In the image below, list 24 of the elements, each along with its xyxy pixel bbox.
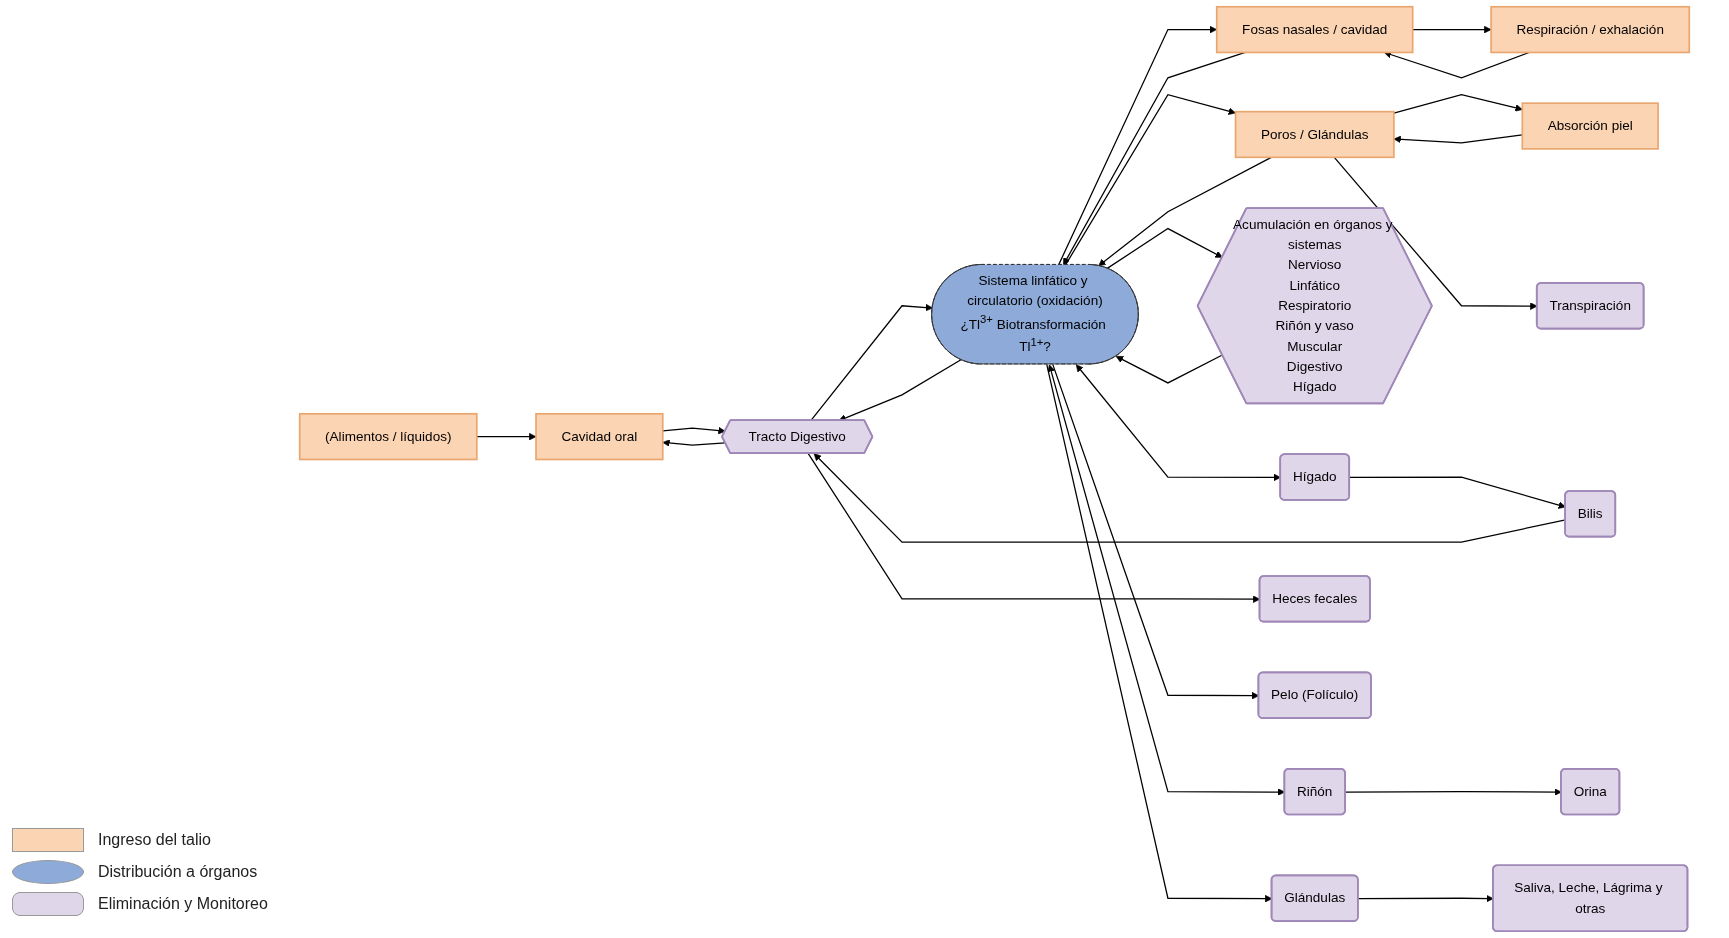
- legend-label: Ingreso del talio: [98, 831, 211, 849]
- arrow: [1098, 156, 1272, 267]
- arrow: [1349, 476, 1566, 509]
- node-box: (Alimentos / líquidos): [298, 412, 478, 461]
- arrow: [810, 303, 933, 422]
- arrow: [476, 432, 537, 441]
- arrow: [1412, 25, 1492, 34]
- arrow: [662, 426, 726, 435]
- arrow: [838, 359, 962, 422]
- arrow: [1075, 364, 1281, 482]
- arrow: [662, 439, 726, 447]
- legend-label: Distribución a órganos: [98, 863, 258, 881]
- arrow: [1106, 227, 1223, 269]
- node-box: Respiración / exhalación: [1490, 5, 1691, 54]
- arrow: [1393, 134, 1523, 144]
- node-box: Absorción piel: [1521, 102, 1659, 150]
- arrow: [1064, 94, 1236, 266]
- arrow: [1393, 94, 1523, 114]
- node-box: Fosas nasales / cavidad: [1215, 5, 1414, 54]
- node-box: Poros / Glándulas: [1234, 110, 1395, 159]
- arrow: [1115, 354, 1223, 384]
- node-box: Cavidad oral: [535, 412, 664, 461]
- arrow: [1383, 51, 1530, 79]
- legend-label: Eliminación y Monitoreo: [98, 895, 268, 913]
